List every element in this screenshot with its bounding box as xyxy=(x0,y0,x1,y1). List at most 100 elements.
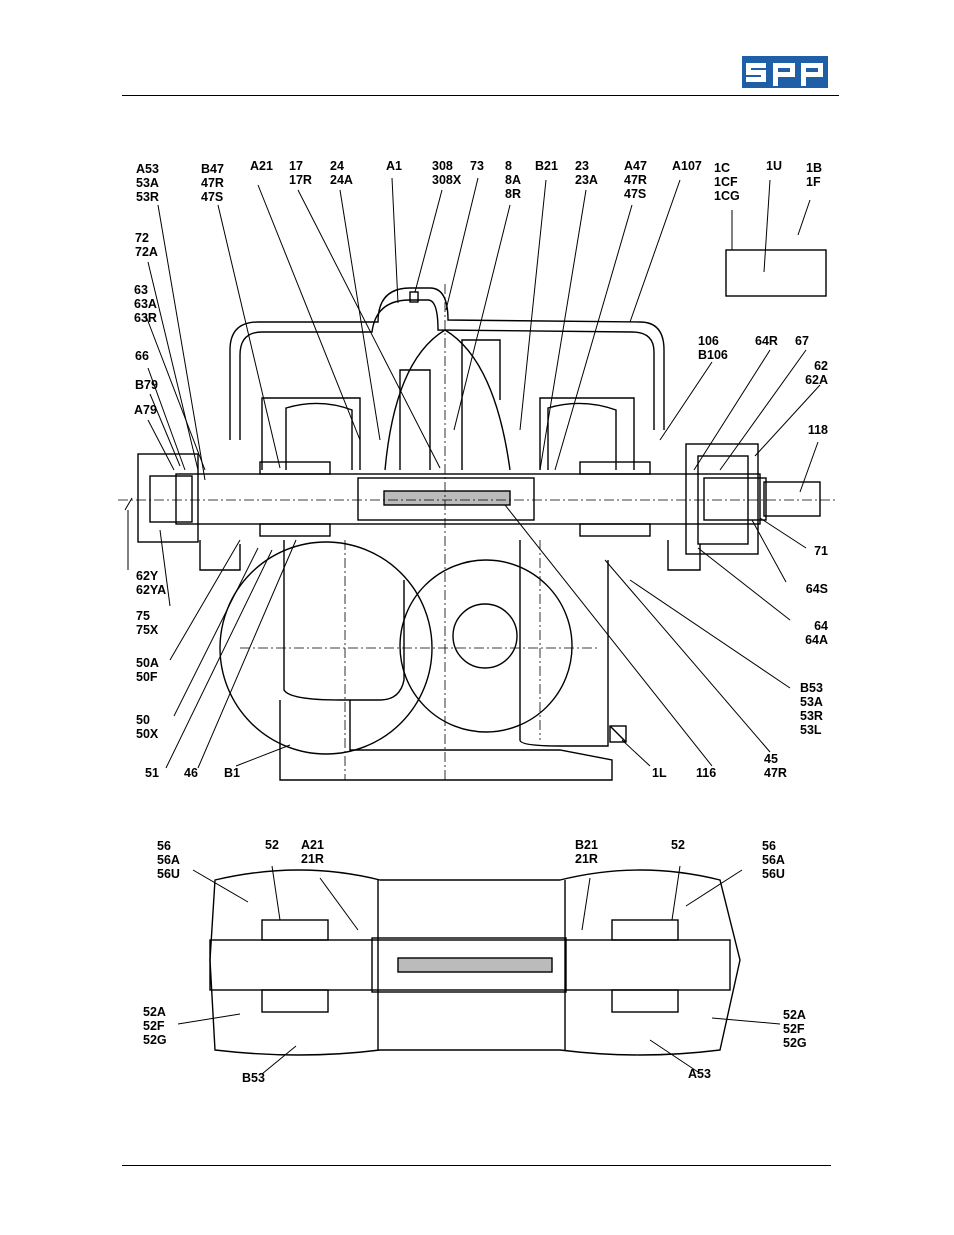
callout-line: 75X xyxy=(136,623,159,637)
callout-line: B47 xyxy=(201,162,224,176)
callout-line: 56 xyxy=(762,839,776,853)
callout-line: 17R xyxy=(289,173,312,187)
callout-line: 56A xyxy=(157,853,180,867)
callout-line: 52 xyxy=(265,838,279,852)
leader-line xyxy=(660,362,712,440)
callout-upper-a21: A21 xyxy=(250,159,273,173)
leader-line xyxy=(392,178,398,303)
leader-line xyxy=(540,190,586,470)
callout-line: 47S xyxy=(201,190,223,204)
callout-upper-116: 116 xyxy=(696,766,716,780)
bearing-left-housing xyxy=(138,454,198,542)
impeller-left xyxy=(286,403,352,470)
callout-upper-50: 5050X xyxy=(136,713,159,741)
leader-line xyxy=(752,520,786,582)
callout-line: 52G xyxy=(143,1033,167,1047)
callout-upper-46: 46 xyxy=(184,766,198,780)
callout-upper-a53: A5353A53R xyxy=(136,162,159,204)
leader-line xyxy=(272,866,280,920)
leader-line xyxy=(650,1040,698,1072)
callout-line: 116 xyxy=(696,766,716,780)
upper-assembly xyxy=(138,250,826,780)
callout-line: 52F xyxy=(783,1022,805,1036)
callout-line: A53 xyxy=(688,1067,711,1081)
callout-line: B1 xyxy=(224,766,240,780)
callout-line: A53 xyxy=(136,162,159,176)
callout-upper-62: 6262A xyxy=(805,359,828,387)
callout-line: A79 xyxy=(134,403,157,417)
upper-volute-right xyxy=(540,398,634,470)
callout-line: 50 xyxy=(136,713,150,727)
callout-line: 53A xyxy=(800,695,823,709)
callout-line: 1B xyxy=(806,161,822,175)
lower-seal-left xyxy=(262,920,328,940)
callout-line: 21R xyxy=(301,852,324,866)
leader-line xyxy=(218,205,280,468)
leader-line xyxy=(146,316,205,470)
callout-line: 50F xyxy=(136,670,158,684)
callout-line: 56 xyxy=(157,839,171,853)
callout-line: 56U xyxy=(762,867,785,881)
callout-line: 52A xyxy=(143,1005,166,1019)
shaft-key xyxy=(384,491,510,505)
callout-upper-64r: 64R xyxy=(755,334,778,348)
leader-line xyxy=(630,180,680,322)
callout-line: 1F xyxy=(806,175,821,189)
leader-line xyxy=(170,540,240,660)
callout-line: 64R xyxy=(755,334,778,348)
callout-lower-56r: 5656A56U xyxy=(762,839,785,881)
leader-line xyxy=(764,180,770,272)
leader-line xyxy=(520,180,546,430)
callout-lower-52l: 52 xyxy=(265,838,279,852)
leader-line xyxy=(798,200,810,235)
lower-seal-right xyxy=(612,920,678,940)
support-left xyxy=(200,540,240,570)
callout-line: A1 xyxy=(386,159,402,173)
callout-line: A107 xyxy=(672,159,702,173)
bearing-right-housing xyxy=(686,444,758,554)
leader-line xyxy=(258,185,360,440)
leader-line xyxy=(712,1018,780,1024)
callout-line: 53L xyxy=(800,723,822,737)
callout-upper-73: 73 xyxy=(470,159,484,173)
callout-line: 46 xyxy=(184,766,198,780)
callout-line: 8R xyxy=(505,187,521,201)
callout-line: 118 xyxy=(808,423,828,437)
seal-left-lower xyxy=(260,524,330,536)
callout-line: B53 xyxy=(800,681,823,695)
leader-line xyxy=(446,178,478,310)
lower-casing-right xyxy=(520,540,608,746)
callout-upper-72: 7272A xyxy=(135,231,158,259)
leader-line xyxy=(298,190,440,468)
callout-upper-b47: B4747R47S xyxy=(201,162,224,204)
impeller-center xyxy=(385,330,510,470)
seal-right-lower xyxy=(580,524,650,536)
callout-line: B106 xyxy=(698,348,728,362)
callout-line: 24A xyxy=(330,173,353,187)
callout-line: 67 xyxy=(795,334,809,348)
callout-line: 63A xyxy=(134,297,157,311)
callout-upper-b1: B1 xyxy=(224,766,240,780)
upper-volute-left xyxy=(262,398,360,470)
lower-seal-right-bottom xyxy=(612,990,678,1012)
callout-labels: 88A8R1717R2323A2424A4547R465050X516262A6… xyxy=(134,159,828,1085)
callout-line: 106 xyxy=(698,334,719,348)
callout-upper-45: 4547R xyxy=(764,752,787,780)
leader-line xyxy=(158,205,205,480)
impeller-vane-right xyxy=(462,340,500,470)
callout-line: 72 xyxy=(135,231,149,245)
callout-line: 64A xyxy=(805,633,828,647)
aux-detail-box xyxy=(726,250,826,296)
leader-line xyxy=(720,350,806,470)
bearing-right xyxy=(698,456,748,544)
callout-line: 62A xyxy=(805,373,828,387)
